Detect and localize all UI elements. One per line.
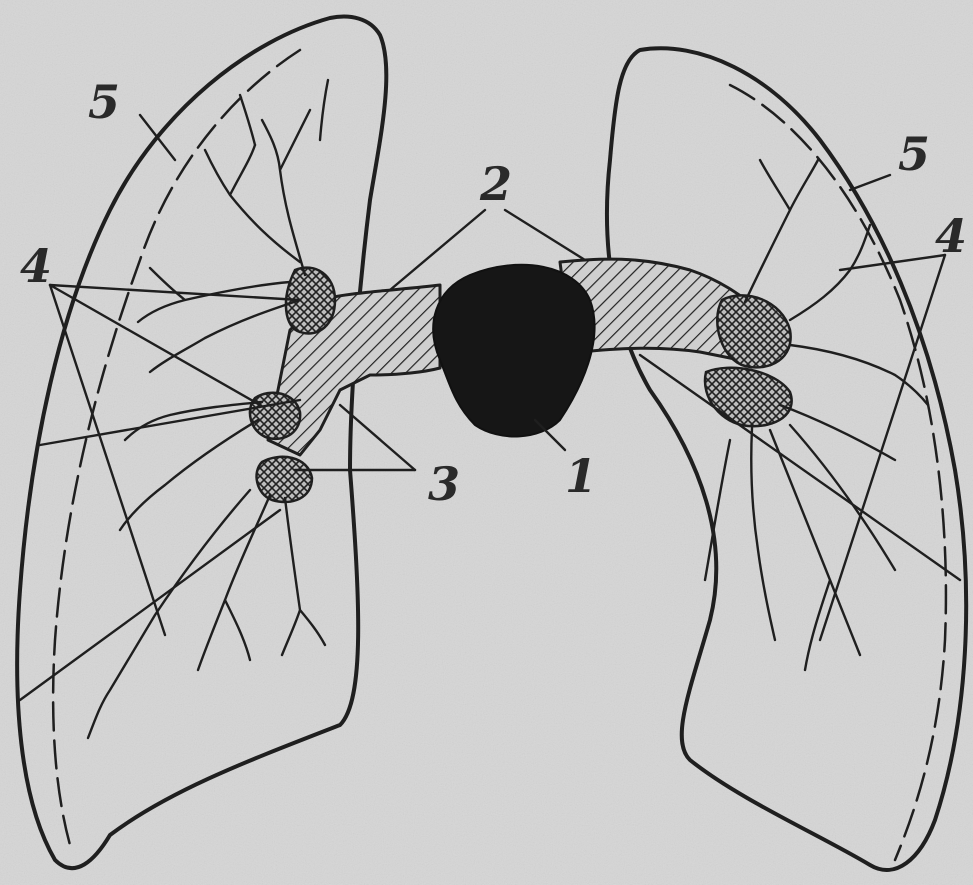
label-3: 3 [428,457,460,511]
label-4-right: 4 [935,209,967,263]
label-2: 2 [479,157,512,211]
left-node-middle [250,393,300,439]
label-5-right: 5 [898,127,930,181]
label-5-left: 5 [88,75,120,129]
label-4-left: 4 [20,239,52,293]
left-node-lower [257,457,312,502]
label-1: 1 [565,449,597,503]
